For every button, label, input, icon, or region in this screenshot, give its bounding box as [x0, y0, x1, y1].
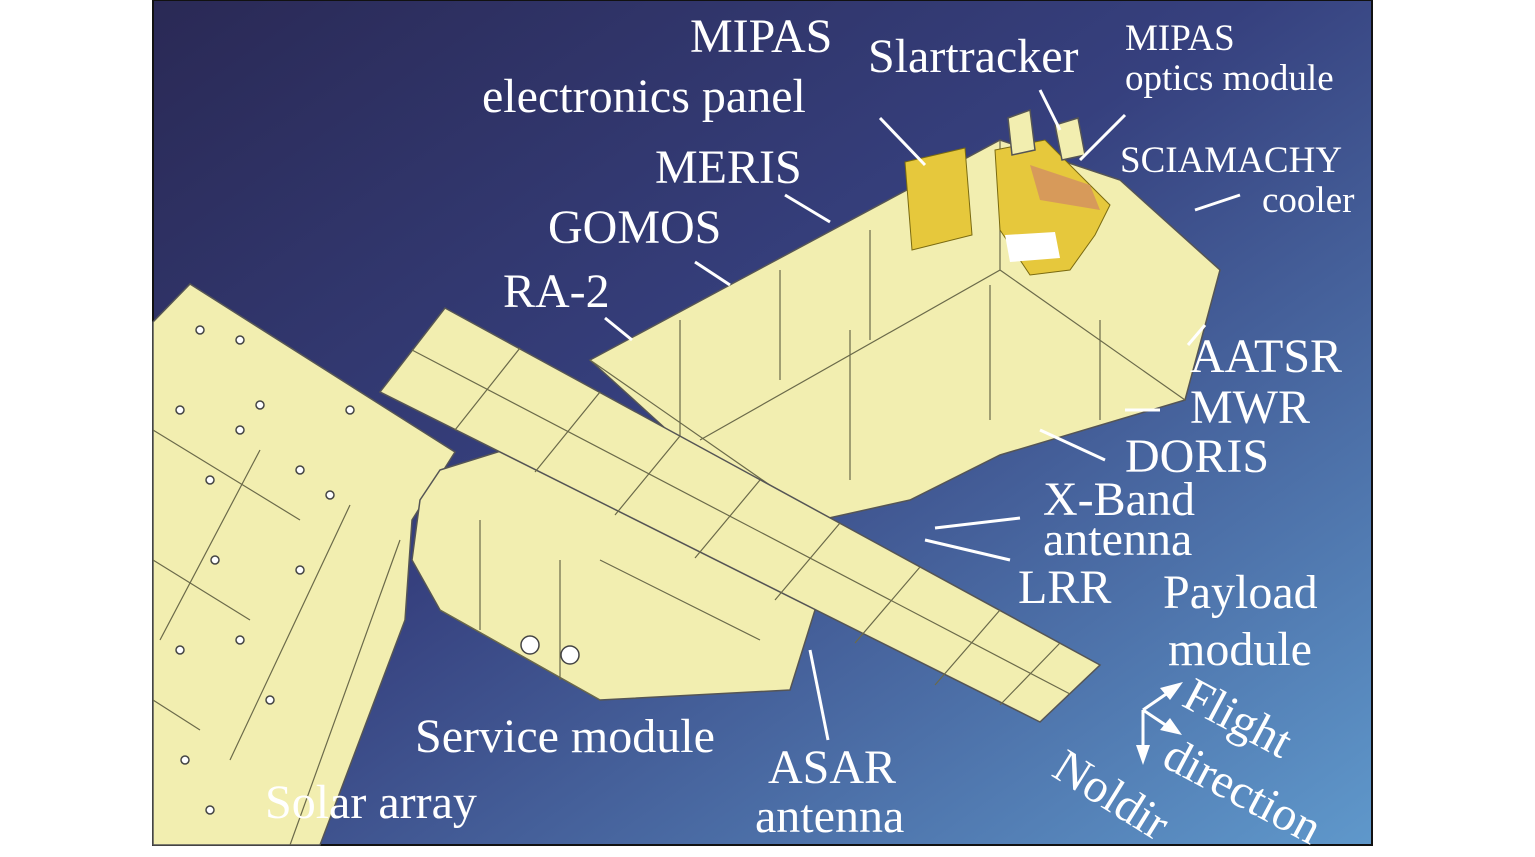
- label-mipas-electronics: MIPAS: [690, 10, 832, 63]
- solar-array-rivets: [175, 325, 355, 815]
- label-gomos: GOMOS: [548, 201, 721, 254]
- solar-array: [152, 283, 457, 846]
- mipas-instruments: [904, 108, 1111, 276]
- label-asar-antenna: antenna: [755, 790, 904, 843]
- label-mwr: MWR: [1190, 381, 1310, 434]
- label-meris: MERIS: [655, 141, 802, 194]
- label-optics-module: optics module: [1125, 58, 1334, 99]
- label-lrr: LRR: [1018, 561, 1111, 614]
- label-mipas-optics: MIPAS: [1125, 18, 1235, 59]
- direction-arrows-icon: [1136, 682, 1183, 765]
- label-ra2: RA-2: [503, 265, 610, 318]
- label-electronics-panel: electronics panel: [482, 70, 806, 123]
- label-cooler: cooler: [1262, 180, 1354, 221]
- label-payload-module: module: [1168, 623, 1312, 676]
- label-service-module: Service module: [415, 710, 715, 763]
- label-doris: DORIS: [1125, 430, 1269, 483]
- label-sciamachy: SCIAMACHY: [1120, 140, 1342, 181]
- label-startracker: Slartracker: [868, 30, 1079, 83]
- asar-antenna: [378, 307, 1102, 723]
- label-solar-array: Solar array: [265, 776, 477, 829]
- leader-lines: [604, 89, 1241, 741]
- label-xband: X-Band: [1043, 473, 1195, 526]
- label-xband-antenna: antenna: [1043, 513, 1192, 566]
- label-payload: Payload: [1163, 566, 1318, 619]
- label-asar: ASAR: [768, 741, 896, 794]
- label-aatsr: AATSR: [1190, 330, 1342, 383]
